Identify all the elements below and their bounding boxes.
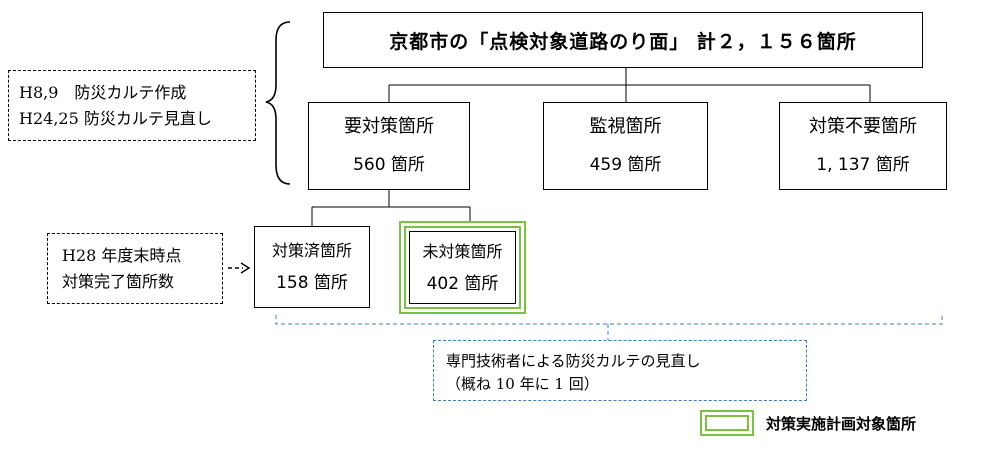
review-note: 専門技術者による防災カルテの見直し （概ね 10 年に 1 回） [433, 340, 807, 401]
arrow-head [240, 262, 251, 274]
category-2-name: 監視箇所 [589, 116, 662, 137]
history-note-line2: H24,25 防災カルテ見直し [19, 109, 212, 128]
history-note-line1: H8,9 防災カルテ作成 [19, 83, 187, 102]
review-note-line1: 専門技術者による防災カルテの見直し [446, 352, 701, 370]
category-1-count: 560 箇所 [353, 155, 425, 175]
category-2-count: 459 箇所 [589, 155, 662, 175]
root-label: 京都市の「点検対象道路のり面」 計２，１５６箇所 [389, 30, 857, 53]
legend-label: 対策実施計画対象箇所 [766, 415, 917, 433]
history-note: H8,9 防災カルテ作成 H24,25 防災カルテ見直し [8, 70, 256, 141]
review-note-line2: （概ね 10 年に 1 回） [446, 375, 599, 393]
category-1-name: 要対策箇所 [344, 116, 434, 137]
subcategory-box-2-frame: 未対策箇所 402 箇所 [399, 221, 526, 314]
review-bracket [275, 315, 943, 325]
subcategory-box-2-inner-frame [404, 226, 521, 309]
legend-swatch-inner [705, 415, 749, 431]
root-box: 京都市の「点検対象道路のり面」 計２，１５６箇所 [323, 12, 923, 68]
category-3-count: 1, 137 箇所 [816, 155, 910, 175]
fy-note: H28 年度末時点 対策完了箇所数 [47, 233, 223, 304]
curly-brace [265, 21, 291, 185]
fy-note-line1: H28 年度末時点 [62, 246, 182, 265]
fy-note-line2: 対策完了箇所数 [62, 272, 175, 291]
subcategory-1-name: 対策済箇所 [271, 241, 352, 260]
category-box-2: 監視箇所 459 箇所 [543, 102, 708, 190]
subcategory-2-count: 402 箇所 [426, 273, 499, 294]
category-box-1: 要対策箇所 560 箇所 [308, 102, 470, 190]
category-box-3: 対策不要箇所 1, 137 箇所 [779, 102, 947, 190]
subcategory-1-count: 158 箇所 [276, 273, 348, 293]
legend-swatch [700, 410, 754, 436]
category-3-name: 対策不要箇所 [809, 116, 917, 137]
subcategory-2-name: 未対策箇所 [422, 241, 503, 261]
subcategory-box-1: 対策済箇所 158 箇所 [254, 226, 370, 308]
subcategory-box-2: 未対策箇所 402 箇所 [409, 231, 516, 304]
